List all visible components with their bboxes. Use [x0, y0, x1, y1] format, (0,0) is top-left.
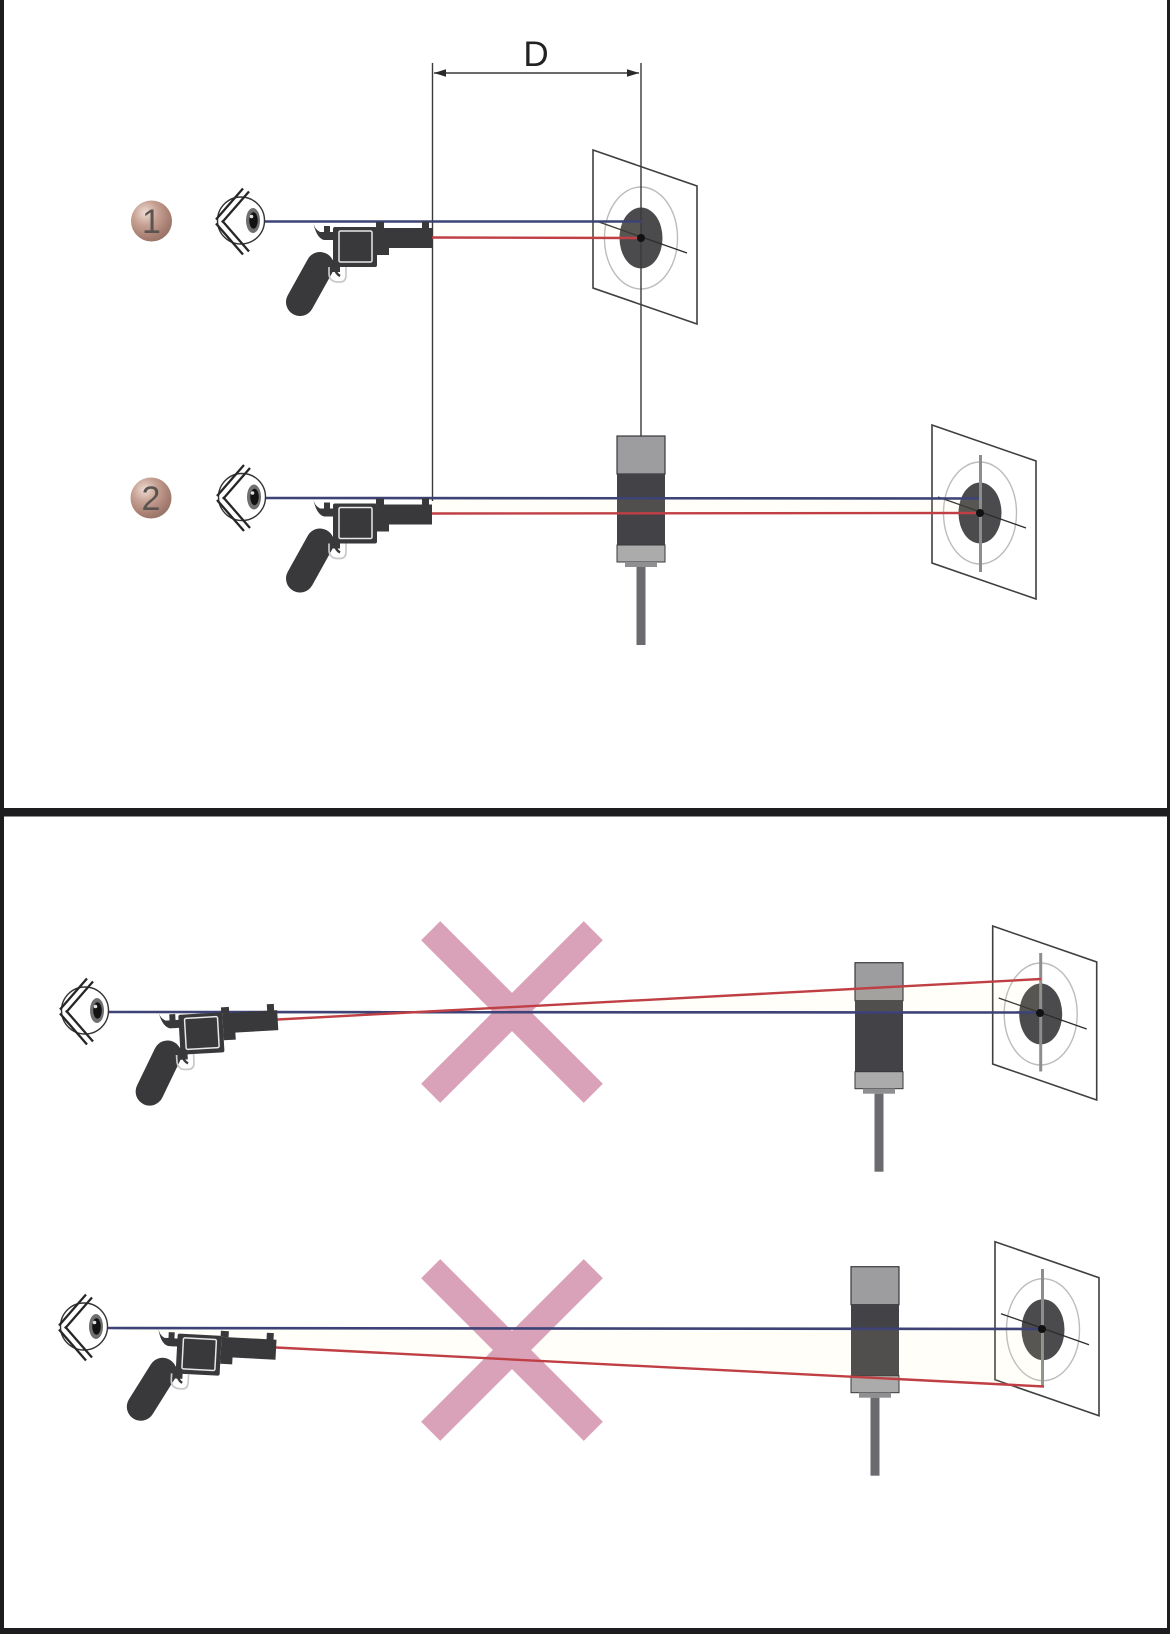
eye-icon-4 [57, 1293, 109, 1362]
bottom-border [0, 1628, 1170, 1634]
step-ball-2: 2 [130, 477, 172, 519]
revolver-3 [145, 1003, 281, 1091]
boresight-device-2 [616, 435, 666, 646]
band-1 [433, 222, 641, 238]
laser-line-3 [277, 977, 1042, 1021]
band-4 [106, 1327, 1044, 1387]
eye-icon-3 [58, 977, 110, 1046]
target-1-center-dot [637, 234, 645, 242]
left-border [0, 0, 4, 1634]
target-3-center-dot [1036, 1009, 1044, 1017]
dimension-arrow-left [434, 69, 446, 77]
target-4-center-dot [1038, 1325, 1046, 1333]
eye-icon-1 [214, 187, 266, 256]
band-3 [106, 979, 1041, 1020]
panel-divider [0, 808, 1170, 817]
sight-line-2 [261, 496, 980, 500]
revolver-1 [300, 221, 432, 302]
step-ball-1: 1 [131, 200, 172, 242]
target-2-center-dot [976, 509, 984, 517]
dimension-arrow-right [627, 69, 639, 77]
distance-label: D [523, 35, 548, 74]
laser-line-2 [431, 511, 981, 515]
band-2 [432, 499, 979, 513]
right-border [1167, 0, 1170, 1634]
step-number-2: 2 [142, 480, 161, 518]
step-number-1: 1 [142, 203, 161, 241]
eye-icon-2 [215, 463, 267, 533]
sight-line-4 [104, 1326, 1043, 1331]
laser-line-4 [275, 1346, 1045, 1388]
revolver-4 [141, 1326, 277, 1414]
revolver-2 [300, 498, 432, 579]
laser-line-1 [431, 236, 641, 240]
